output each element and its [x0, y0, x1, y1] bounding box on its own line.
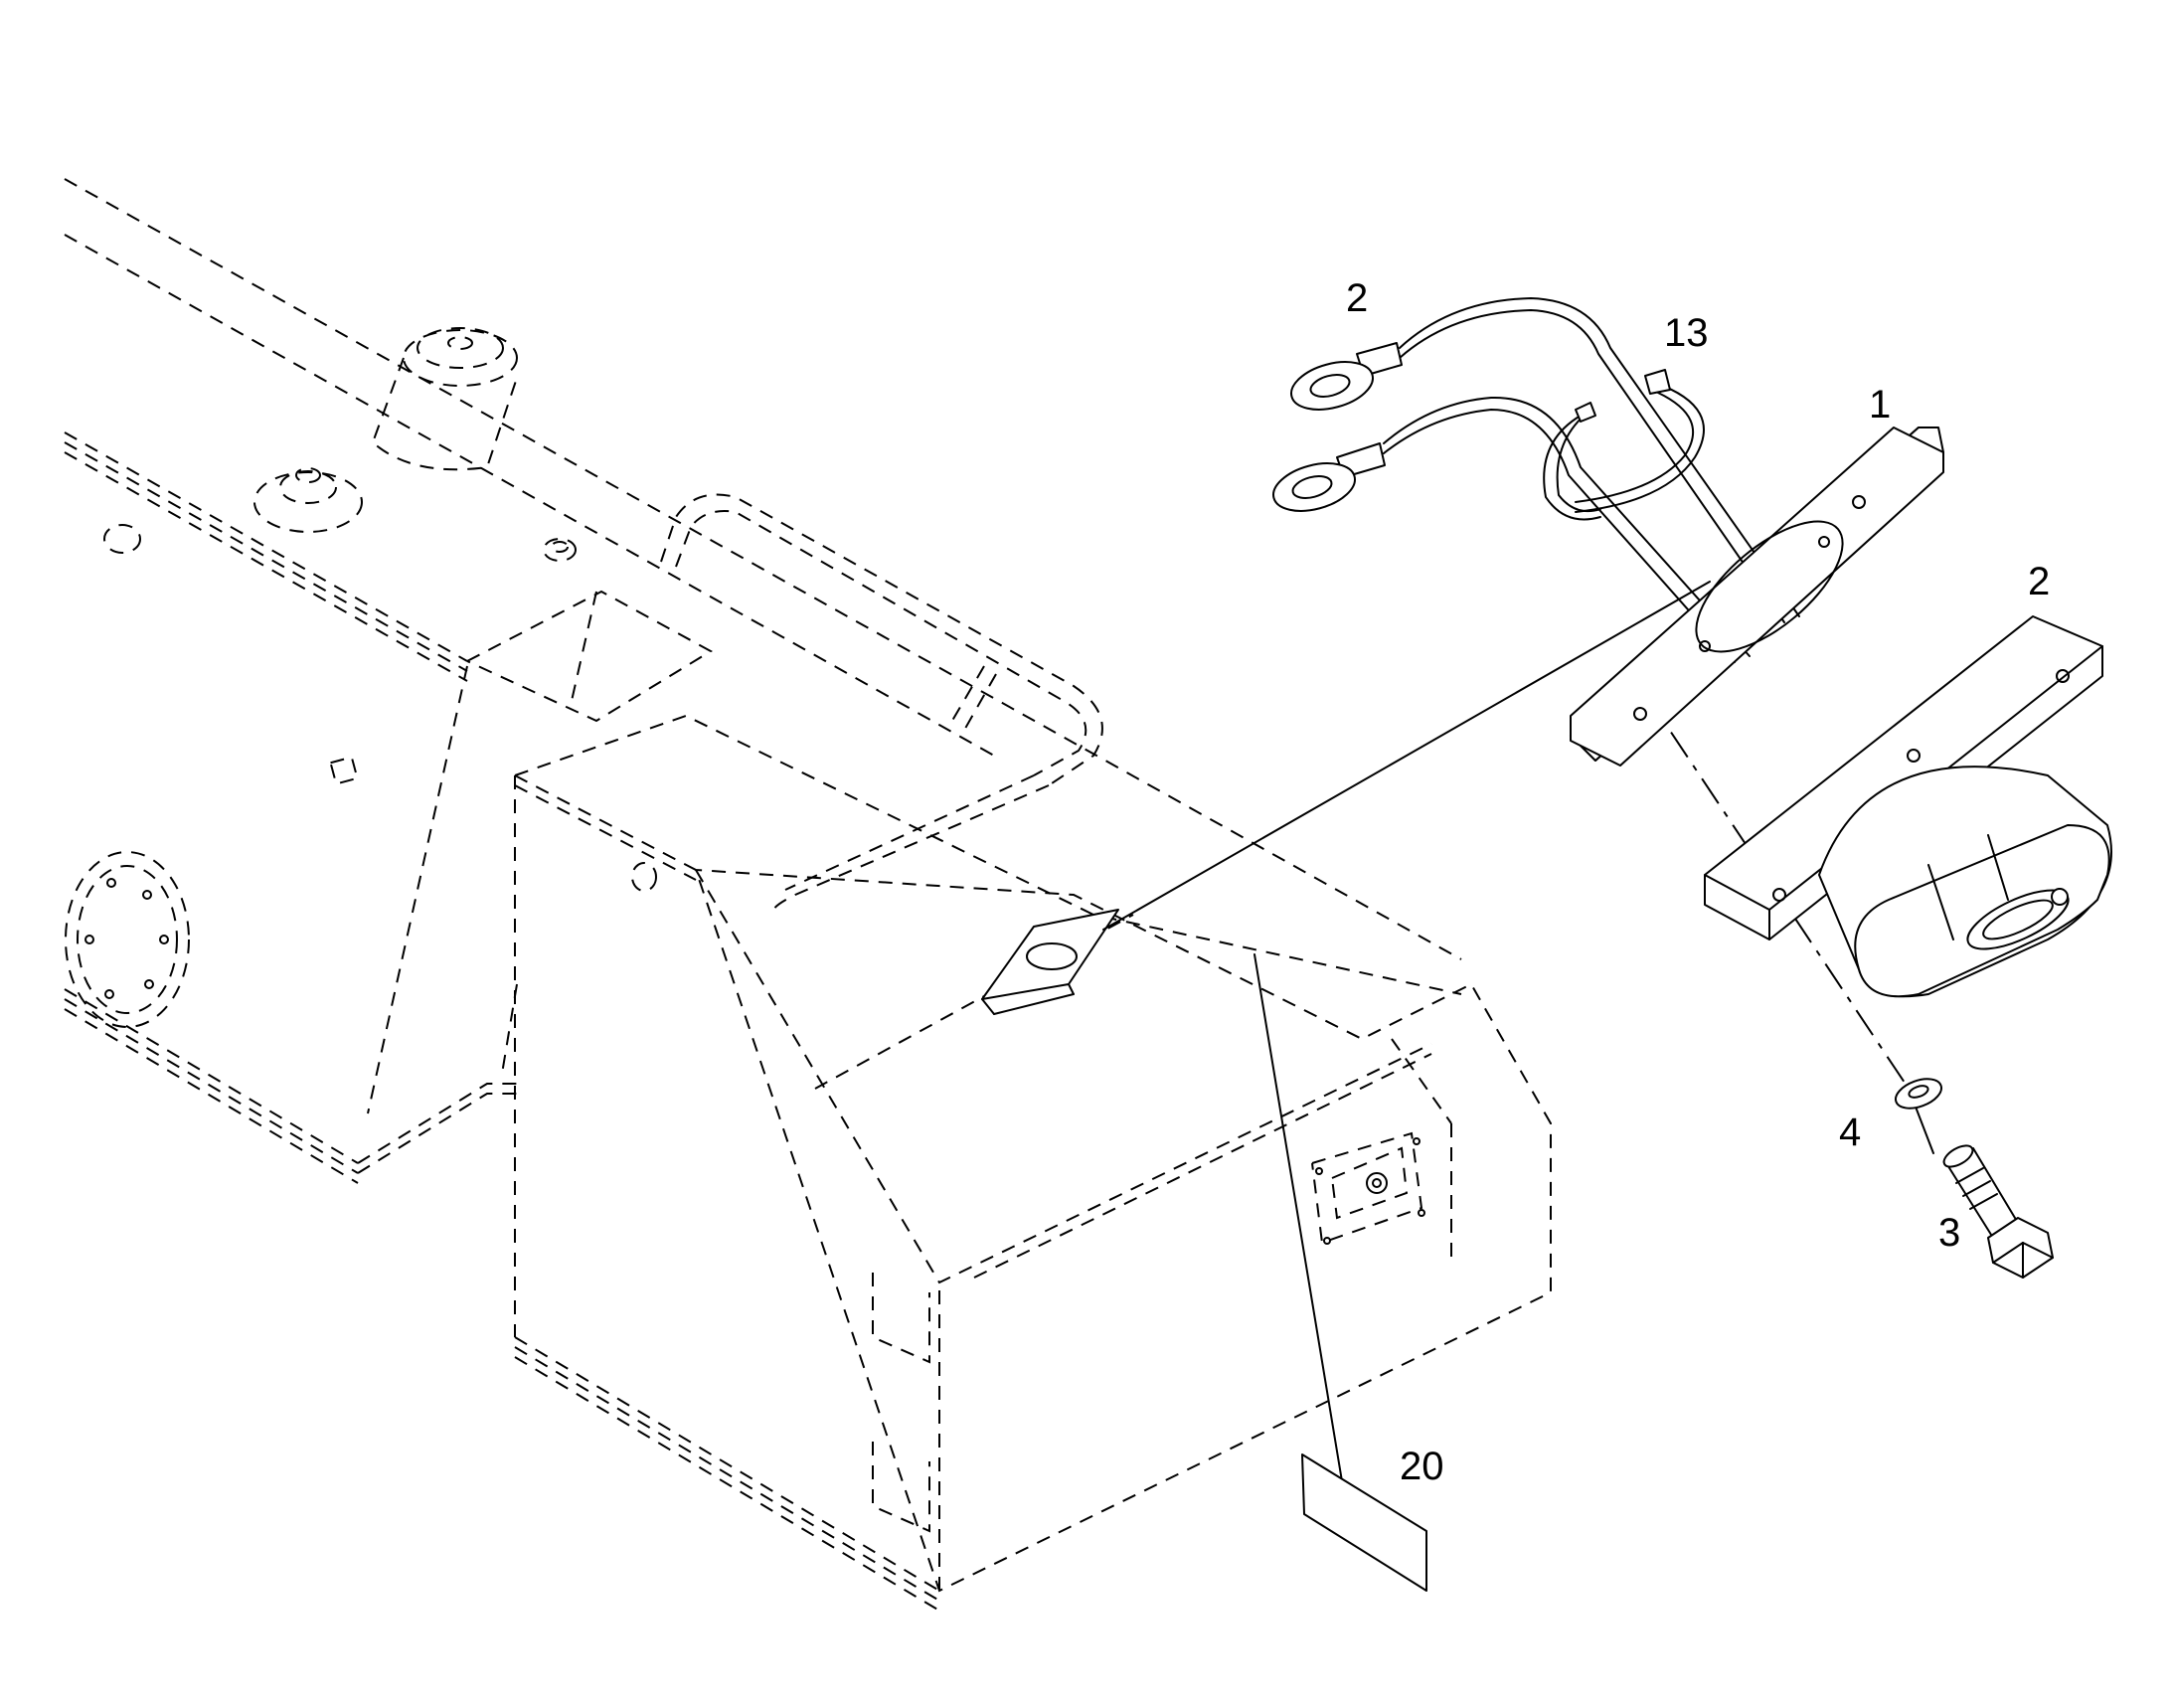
callout-1: 1 [1869, 383, 1891, 427]
callout-13: 13 [1664, 311, 1709, 355]
phantom-housing [514, 714, 1552, 1612]
bolt [1942, 1144, 2054, 1279]
leader-lines [1102, 581, 1934, 1512]
callout-20: 20 [1400, 1445, 1444, 1488]
label-decal [1301, 1453, 1427, 1592]
cable-ties [1543, 369, 1705, 521]
phantom-beam [64, 178, 1462, 1184]
callouts: 2 13 1 2 4 3 20 [1346, 276, 2050, 1488]
callout-3: 3 [1938, 1211, 1960, 1255]
flange-connector [1704, 615, 2112, 998]
callout-4: 4 [1839, 1110, 1861, 1154]
phantom-tube [660, 493, 1103, 916]
washer [1895, 1078, 1942, 1110]
phantom-reservoir [253, 327, 518, 533]
gasket-plate [1570, 427, 1944, 767]
callout-2-flange: 2 [2028, 560, 2050, 603]
callout-2-cable: 2 [1346, 276, 1368, 320]
phantom-mount [981, 909, 1119, 1015]
